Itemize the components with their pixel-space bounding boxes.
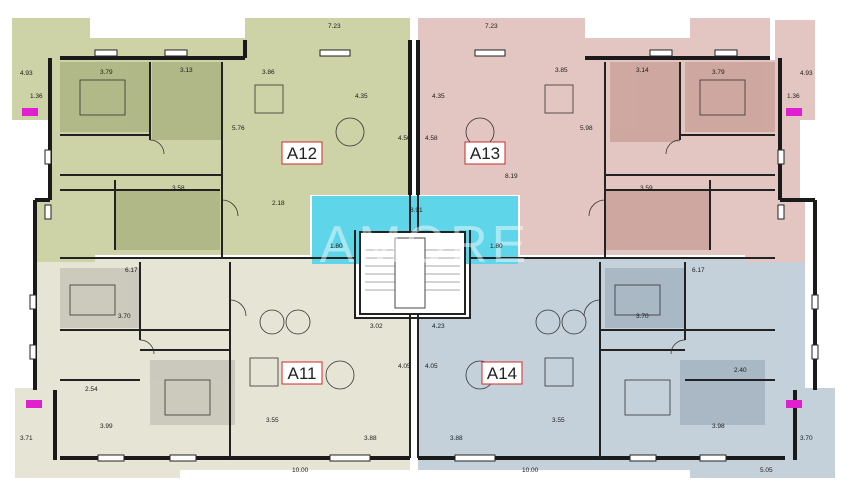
dim-a12-width: 4.35 <box>355 93 368 100</box>
unit-a12-fill <box>12 18 410 262</box>
dim-bath-r: 2.40 <box>734 367 747 374</box>
dim-mid-r: 6.17 <box>692 267 705 274</box>
dim-a13-mid: 8.19 <box>505 173 518 180</box>
dim-a13-depth: 5.98 <box>580 125 593 132</box>
dim-a13-h: 4.58 <box>425 135 438 142</box>
dim-bed-tr2: 3.14 <box>636 67 649 74</box>
dim-a11-room: 3.55 <box>266 417 279 424</box>
dim-a11-kitchen: 3.88 <box>364 435 377 442</box>
dim-bottom-right: 10.00 <box>522 467 539 474</box>
dim-hall-r: 3.70 <box>636 313 649 320</box>
stairwell <box>359 231 466 315</box>
dim-bottom-left: 10.00 <box>292 467 309 474</box>
unit-label-a13: A13 <box>470 144 500 163</box>
unit-fills <box>12 18 835 478</box>
dim-small-r: 3.59 <box>640 185 653 192</box>
dim-bed-tl: 3.79 <box>100 69 113 76</box>
door-swings <box>139 139 686 355</box>
dim-hall-l: 3.70 <box>118 313 131 320</box>
dim-a12-depth: 5.76 <box>232 125 245 132</box>
dim-stair-w: 3.02 <box>370 323 383 330</box>
dim-bed-tr: 3.79 <box>712 69 725 76</box>
dim-bottom-right2: 5.05 <box>760 467 773 474</box>
unit-label-a14: A14 <box>487 364 517 383</box>
dim-bal-h-r: 4.93 <box>800 70 813 77</box>
dim-a13-room: 3.85 <box>555 67 568 74</box>
dim-bal-h-l: 4.93 <box>20 70 33 77</box>
dim-a13-width: 4.35 <box>432 93 445 100</box>
unit-labels: A12 A13 A11 A14 <box>281 141 523 385</box>
dim-bed-bl: 3.99 <box>100 423 113 430</box>
unit-a13-fill <box>418 18 805 262</box>
dim-top-right: 7.23 <box>485 23 498 30</box>
dim-corridor: 8.91 <box>410 207 423 214</box>
dimension-labels: 7.23 7.23 4.35 4.35 3.86 3.85 3.79 3.79 … <box>20 23 813 474</box>
furniture <box>69 79 746 416</box>
watermark: AMORE <box>320 216 531 274</box>
dim-mid-l: 6.17 <box>125 267 138 274</box>
dim-lobby-r: 1.80 <box>490 243 503 250</box>
dim-a14-kitchen: 3.88 <box>450 435 463 442</box>
dim-a12-room: 3.86 <box>262 69 275 76</box>
room-shading <box>60 62 222 250</box>
dim-balcony-r: 1.36 <box>787 93 800 100</box>
dim-a11-h: 4.05 <box>398 363 411 370</box>
dim-a14-room: 3.55 <box>552 417 565 424</box>
dim-a14-h: 4.05 <box>425 363 438 370</box>
dim-lobby-l: 1.80 <box>330 243 343 250</box>
dim-top-left: 7.23 <box>328 23 341 30</box>
dim-bed-br: 3.98 <box>712 423 725 430</box>
dim-bath-l: 2.54 <box>85 386 98 393</box>
dim-bal-b-l: 3.71 <box>20 435 33 442</box>
dim-balcony-l: 1.36 <box>30 93 43 100</box>
unit-a11-fill <box>15 258 410 478</box>
dim-small-l: 3.58 <box>172 185 185 192</box>
unit-a14-fill <box>418 258 835 478</box>
dim-bal-b-r: 3.70 <box>800 435 813 442</box>
windows <box>29 49 819 462</box>
dim-stair-w2: 4.23 <box>432 323 445 330</box>
markers <box>22 108 802 408</box>
dim-a12-h: 4.56 <box>398 135 411 142</box>
unit-label-a12: A12 <box>287 144 317 163</box>
dim-a12-mid: 2.18 <box>272 200 285 207</box>
balcony-tl <box>12 20 52 120</box>
unit-label-a11: A11 <box>288 364 317 383</box>
dim-bed-tl2: 3.13 <box>180 67 193 74</box>
